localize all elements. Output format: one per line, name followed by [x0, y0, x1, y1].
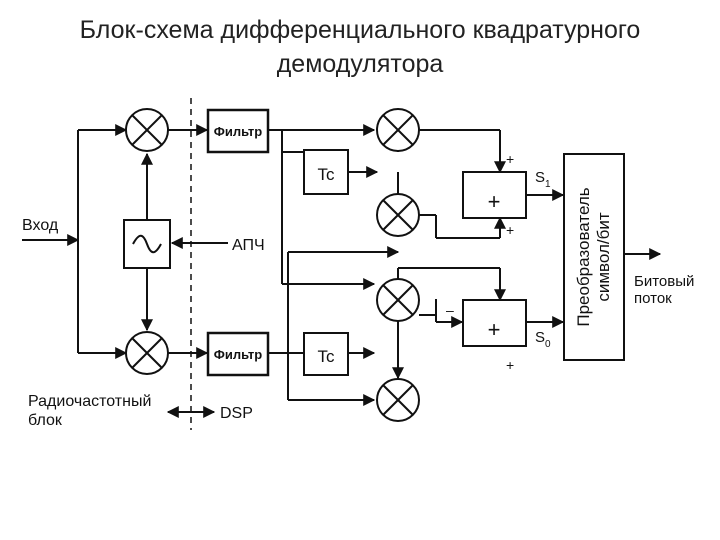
mixer-dsp-1 — [376, 108, 420, 152]
adder-bottom-box — [462, 299, 527, 347]
plus-sign-2: + — [506, 222, 514, 238]
adder-bottom-label: + — [488, 317, 501, 342]
converter-box — [563, 153, 625, 361]
oscillator-sine-icon — [132, 234, 162, 254]
delay-bottom-box — [303, 332, 349, 376]
filter-bottom-label: Фильтр — [214, 347, 263, 362]
delay-top-label: Tc — [318, 165, 336, 184]
mixer-dsp-4 — [376, 378, 420, 422]
input-label: Вход — [22, 217, 59, 234]
output-label-line1: Битовый — [634, 273, 694, 290]
mixer-rf-bottom — [125, 331, 169, 375]
diagram-title-line-2: демодулятора — [276, 50, 444, 78]
filter-bottom-box — [206, 331, 270, 377]
delay-bottom-label: Tc — [318, 347, 336, 366]
rf-label-line1: Радиочастотный — [28, 393, 151, 410]
plus-sign-3: + — [506, 357, 514, 373]
converter-label-line1: Преобразователь — [574, 187, 593, 326]
mixer-dsp-2 — [376, 193, 420, 237]
plus-sign-1: + — [506, 151, 514, 167]
s1-label: S1 — [535, 169, 551, 190]
output-label-line2: поток — [634, 290, 672, 307]
dsp-label: DSP — [220, 405, 253, 422]
mixer-dsp-3 — [376, 278, 420, 322]
adder-top-label: + — [488, 189, 501, 214]
delay-top-box — [303, 149, 349, 195]
rf-label-line2: блок — [28, 412, 63, 429]
adder-top-box — [462, 171, 527, 219]
diagram-title-line-1: Блок-схема дифференциального квадратурно… — [79, 16, 641, 44]
mixer-rf-top — [125, 108, 169, 152]
s0-label: S0 — [535, 329, 551, 350]
afc-label: АПЧ — [232, 237, 265, 254]
filter-top-box — [206, 108, 270, 154]
filter-top-label: Фильтр — [214, 124, 263, 139]
minus-sign-1: – — [446, 302, 454, 318]
converter-label-line2: символ/бит — [594, 212, 613, 301]
